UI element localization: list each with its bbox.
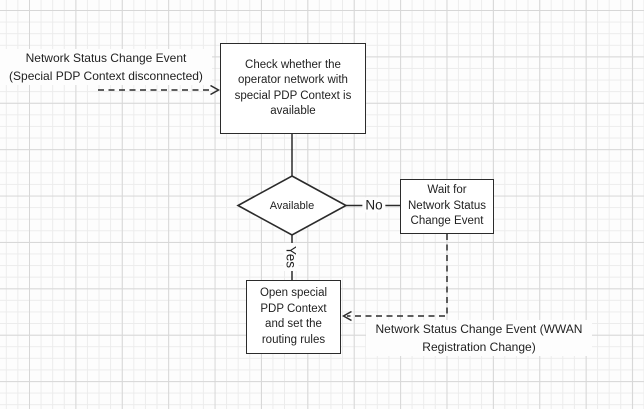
process-box-wait-event: Wait for Network Status Change Event [400,179,494,234]
process-box-open-context-label: Open special PDP Context and set the rou… [259,287,328,346]
decision-diamond-label: Available [269,200,315,212]
edge-label-no: No [362,197,386,213]
process-box-wait-event-label: Wait for Network Status Change Event [408,184,486,228]
process-box-check-network: Check whether the operator network with … [220,43,366,134]
arrowhead-right-icon [210,84,221,96]
process-box-check-network-label: Check whether the operator network with … [234,58,352,118]
annotation-disconnect-event: Network Status Change Event (Special PDP… [0,49,212,85]
edge-label-yes: Yes [283,242,299,272]
process-box-open-context: Open special PDP Context and set the rou… [246,280,341,354]
annotation-wwan-event: Network Status Change Event (WWAN Regist… [366,320,592,356]
arrowhead-left-icon [341,310,352,322]
dashed-connector-wwan-event [347,234,448,317]
